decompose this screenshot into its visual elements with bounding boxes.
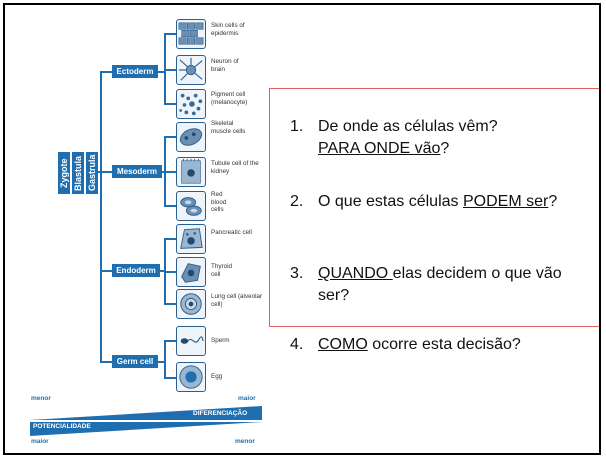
- scale-maior-bottom: maior: [31, 438, 49, 445]
- label-skeletal-muscle: Skeletal muscle cells: [211, 120, 246, 135]
- question-2-text: O que estas células PODEM ser?: [318, 193, 558, 210]
- branch-sperm: [164, 340, 176, 342]
- pigment-cell-icon: [176, 89, 206, 119]
- red-blood-cells-icon: [176, 191, 206, 221]
- question-4-text: COMO ocorre esta decisão?: [318, 336, 521, 353]
- label-egg: Egg: [211, 373, 223, 380]
- questions-box: [269, 88, 599, 327]
- tubule-cell-icon: [176, 157, 206, 187]
- branch-endo-h: [160, 270, 166, 272]
- sperm-icon: [176, 326, 206, 356]
- germ-layer-mesoderm: Mesoderm: [112, 165, 162, 178]
- scale-menor-bottom: menor: [235, 438, 255, 445]
- connector-meso: [100, 171, 112, 173]
- connector-endo: [100, 270, 112, 272]
- label-neuron: Neuron of brain: [211, 58, 239, 73]
- branch-egg: [164, 377, 176, 379]
- scale-wedges: [30, 406, 262, 436]
- label-sperm: Sperm: [211, 337, 230, 344]
- branch-lung: [164, 303, 176, 305]
- question-3-text: QUANDO elas decidem o que vão ser?: [318, 265, 562, 304]
- stage-blastula: Blastula: [72, 152, 84, 194]
- pancreatic-cell-icon: [176, 224, 206, 254]
- branch-skin: [164, 33, 176, 35]
- skin-cells-icon: [176, 19, 206, 49]
- germ-layer-germ-cell: Germ cell: [112, 355, 158, 368]
- slide: Zygote Blastula Gastrula Ectoderm Mesode…: [3, 3, 601, 455]
- germ-layer-endoderm: Endoderm: [112, 264, 160, 277]
- neuron-icon: [176, 55, 206, 85]
- label-pancreatic: Pancreatic cell: [211, 229, 252, 236]
- connector-germ: [100, 361, 112, 363]
- question-2-number: 2.: [290, 193, 304, 210]
- question-3-number: 3.: [290, 265, 304, 282]
- branch-skeletal: [164, 136, 176, 138]
- branch-germ-v: [164, 340, 166, 378]
- branch-red: [164, 205, 176, 207]
- question-1-number: 1.: [290, 118, 304, 135]
- branch-ecto-h: [158, 71, 164, 73]
- lung-cell-icon: [176, 289, 206, 319]
- question-4-number: 4.: [290, 336, 304, 353]
- label-lung-cell: Lung cell (alveolar cell): [211, 293, 263, 308]
- scale-menor-top: menor: [31, 395, 51, 402]
- connector-ecto: [100, 71, 112, 73]
- egg-icon: [176, 362, 206, 392]
- branch-pancreatic: [164, 238, 176, 240]
- stage-gastrula: Gastrula: [86, 152, 98, 194]
- connector-main-vertical: [100, 71, 102, 363]
- label-skin-cells: Skin cells of epidermis: [211, 22, 245, 37]
- branch-tubule: [164, 171, 176, 173]
- connector-gastrula: [96, 171, 102, 173]
- branch-thyroid: [164, 271, 176, 273]
- question-1-text: De onde as células vêm?PARA ONDE vão?: [318, 118, 498, 157]
- label-thyroid: Thyroid cell: [211, 263, 232, 278]
- label-red-blood: Red blood cells: [211, 191, 227, 213]
- branch-pigment: [164, 103, 176, 105]
- stage-zygote: Zygote: [58, 152, 70, 194]
- skeletal-muscle-icon: [176, 122, 206, 152]
- scale-maior-top: maior: [238, 395, 256, 402]
- label-tubule-cell: Tubule cell of the kidney: [211, 160, 259, 175]
- germ-layer-ectoderm: Ectoderm: [112, 65, 158, 78]
- thyroid-cell-icon: [176, 257, 206, 287]
- branch-germ-h: [158, 361, 166, 363]
- branch-neuron: [164, 69, 176, 71]
- scale-diferenciacao: DIFERENCIAÇÃO: [193, 410, 248, 417]
- label-pigment-cell: Pigment cell (melanocyte): [211, 91, 248, 106]
- scale-potencialidade: POTENCIALIDADE: [33, 423, 91, 430]
